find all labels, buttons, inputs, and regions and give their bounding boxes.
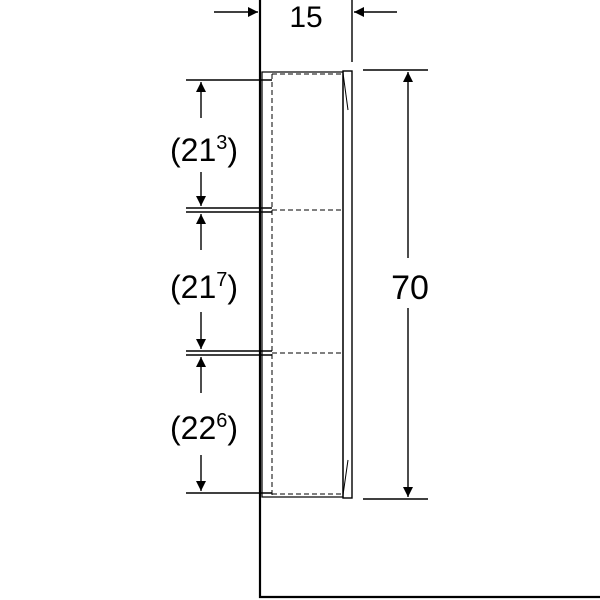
shelf-spacing-3-label: (226): [170, 410, 238, 446]
shelf-spacing-2-label: (217): [170, 269, 238, 305]
height-value: 70: [391, 269, 429, 307]
wall-outline: [258, 0, 600, 599]
shelf-spacing-2-sup: 7: [216, 269, 227, 291]
shelf-spacing-2-base: 21: [181, 269, 217, 305]
shelf-spacing-1-base: 21: [181, 132, 217, 168]
shelf-spacing-1-label: (213): [170, 132, 238, 168]
height-dimension: [363, 69, 430, 500]
shelf-spacing-3-base: 22: [181, 410, 217, 446]
cabinet-body: [261, 70, 353, 499]
width-value: 15: [289, 1, 322, 34]
shelf-spacing-1-sup: 3: [216, 132, 227, 154]
shelf-spacing-3-sup: 6: [216, 410, 227, 432]
width-dimension: [214, 0, 397, 62]
shelf-spacing-dimensions: [186, 79, 272, 494]
